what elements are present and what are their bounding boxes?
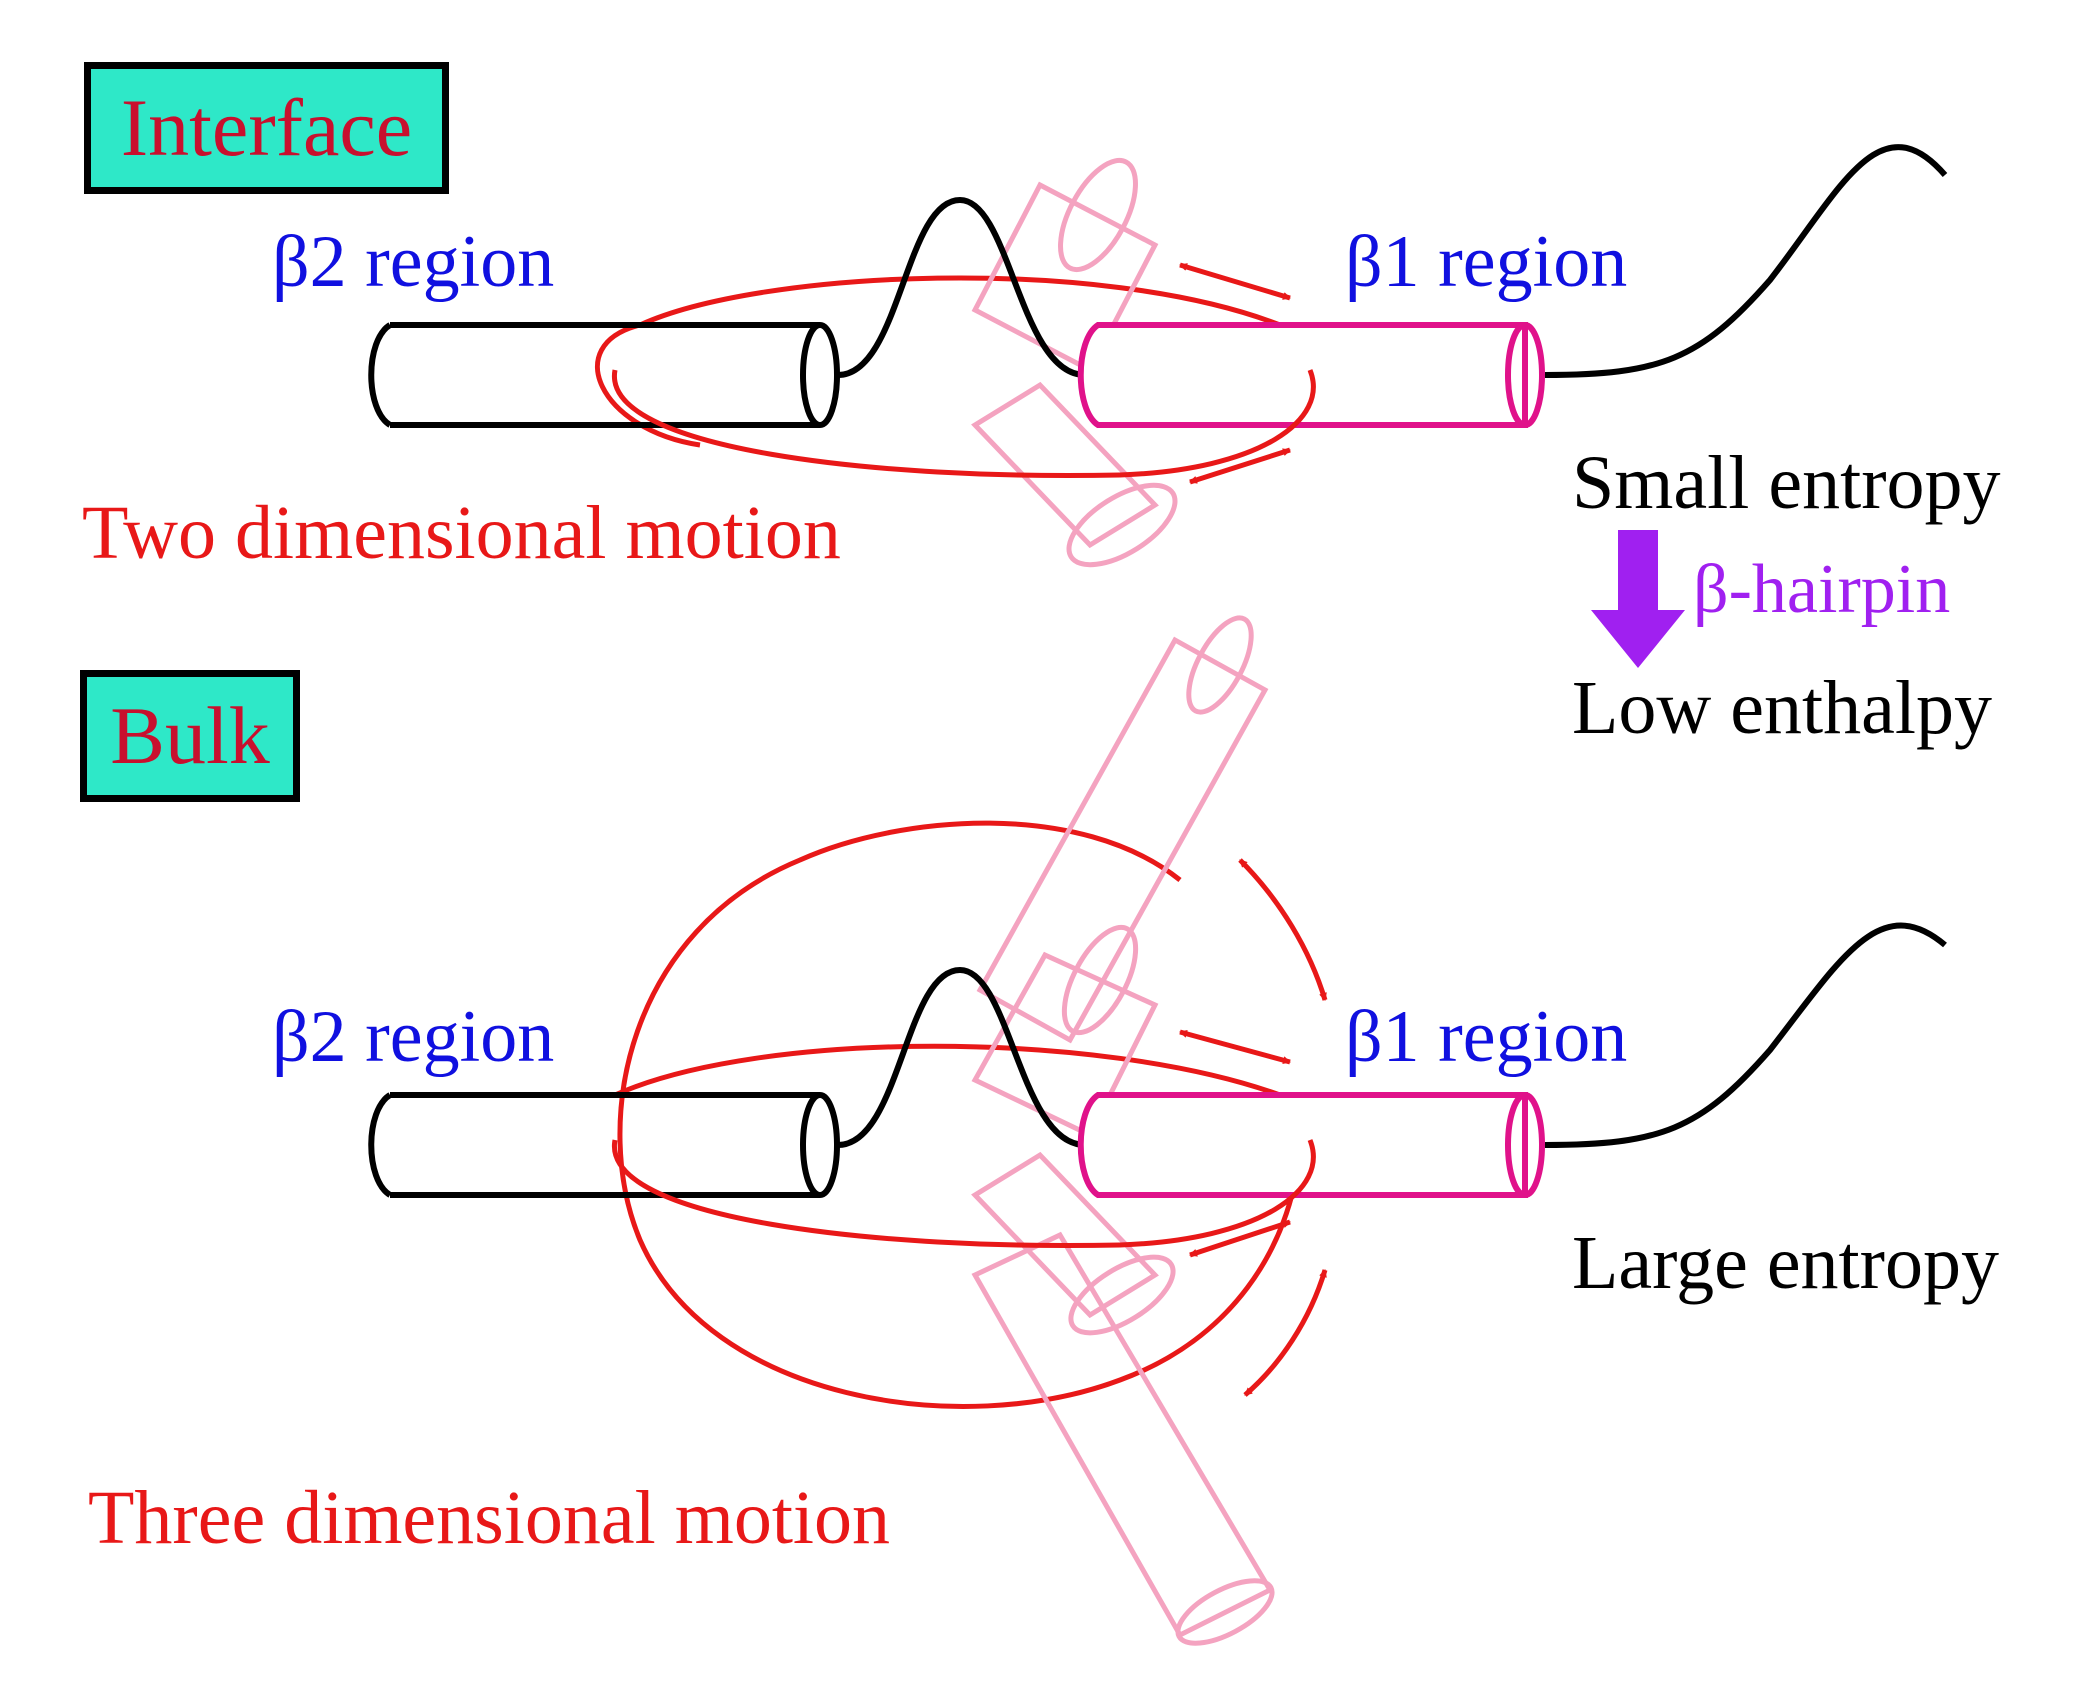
interface-beta1-cylinder: [1077, 322, 1545, 428]
bulk-arrow-arc-bottom: [1243, 1269, 1328, 1397]
bulk-box: Bulk: [80, 670, 300, 802]
bulk-loop: [837, 966, 1086, 1148]
interface-diagram: [368, 144, 1948, 568]
bulk-beta2-label: β2 region: [272, 996, 555, 1078]
bulk-motion-circle: [617, 820, 1303, 1409]
interface-motion-ellipse-front: [612, 369, 1316, 479]
bulk-beta2-cylinder: [368, 1092, 840, 1198]
interface-motion-ellipse-top: [638, 275, 1281, 328]
interface-motion-label: Two dimensional motion: [82, 491, 841, 575]
interface-arrow-bottom: [1189, 447, 1291, 485]
bulk-arrow-top: [1179, 1029, 1291, 1065]
bulk-arrow-arc-top: [1238, 858, 1328, 1001]
bulk-ghost-cylinder-long-up: [976, 615, 1269, 1044]
large-entropy-label: Large entropy: [1572, 1221, 1999, 1305]
bulk-ghost-cylinder-long-down: [971, 1231, 1275, 1646]
hairpin-arrow-icon: [1591, 530, 1685, 668]
hairpin-label: β-hairpin: [1693, 551, 1951, 628]
bulk-motion-ellipse-top: [613, 1043, 1281, 1098]
bulk-box-label: Bulk: [110, 690, 270, 781]
bulk-motion-ellipse-front: [612, 1139, 1316, 1249]
interface-box-label: Interface: [120, 82, 413, 173]
interface-loop: [837, 196, 1086, 378]
interface-tail: [1544, 144, 1948, 378]
small-entropy-label: Small entropy: [1572, 441, 2001, 525]
bulk-tail: [1544, 922, 1947, 1148]
bulk-beta1-label: β1 region: [1345, 996, 1628, 1078]
interface-box: Interface: [84, 62, 449, 194]
interface-beta2-cylinder: [368, 322, 840, 428]
low-enthalpy-label: Low enthalpy: [1572, 666, 1993, 750]
bulk-motion-label: Three dimensional motion: [88, 1476, 891, 1560]
bulk-beta1-cylinder: [1077, 1092, 1545, 1198]
interface-beta2-label: β2 region: [272, 221, 555, 303]
interface-motion-ellipse-left: [595, 322, 701, 448]
interface-ghost-cylinder-down: [971, 381, 1178, 568]
bulk-ghost-cylinder-short-down: [971, 1151, 1176, 1336]
bulk-diagram: [368, 615, 1947, 1646]
interface-beta1-label: β1 region: [1345, 221, 1628, 303]
bulk-arrow-bottom: [1189, 1219, 1291, 1258]
interface-arrow-top: [1179, 262, 1291, 301]
